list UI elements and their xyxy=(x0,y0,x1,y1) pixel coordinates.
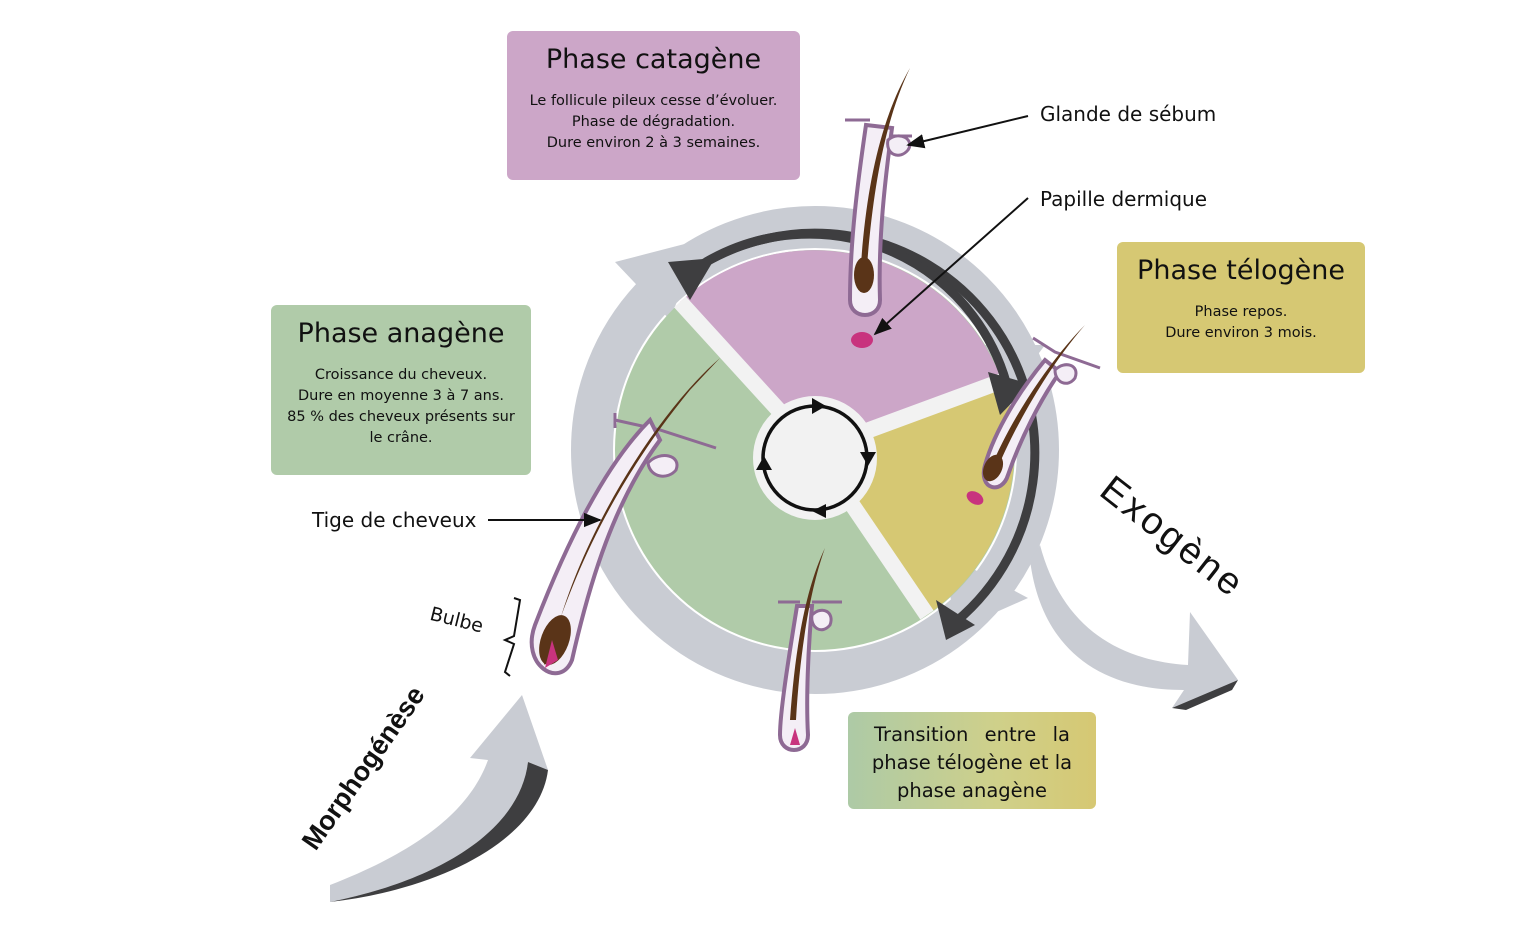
label-tige-cheveux: Tige de cheveux xyxy=(312,508,477,532)
morphogenese-arrow-shadow xyxy=(330,762,548,902)
label-papille-dermique: Papille dermique xyxy=(1040,187,1208,211)
cycle-arrowhead-4 xyxy=(756,456,772,470)
transition-box: Transition entre la phase télogène et la… xyxy=(848,712,1096,809)
phase-catagen-title: Phase catagène xyxy=(545,44,762,75)
anagen-line-1: Croissance du cheveux. xyxy=(314,367,488,383)
inner-rim-top xyxy=(703,229,1015,399)
phase-telogen-description: Phase repos. Dure environ 3 mois. xyxy=(1117,302,1365,344)
label-glande-sebum: Glande de sébum xyxy=(1040,102,1217,126)
bulbe-bracket xyxy=(502,597,522,677)
follicle-telogen xyxy=(966,325,1101,505)
cycle-arrowhead-1 xyxy=(812,398,826,414)
sector-catagen xyxy=(680,250,1002,450)
transition-line-3: phase anagène xyxy=(896,779,1048,802)
phase-anagen-box: Phase anagène Croissance du cheveux. Dur… xyxy=(271,305,531,475)
transition-word-1: Transition xyxy=(874,723,969,746)
phase-catagen-box: Phase catagène Le follicule pileux cesse… xyxy=(507,31,800,180)
ring-arrow-top xyxy=(615,240,700,320)
telogen-line-1: Phase repos. xyxy=(1194,304,1288,320)
rim-arrowhead-2 xyxy=(988,372,1030,415)
follicle-transition xyxy=(777,548,842,752)
phase-anagen-description: Croissance du cheveux. Dure en moyenne 3… xyxy=(271,365,531,449)
cycle-arrowhead-2 xyxy=(860,452,876,466)
cycle-arrowhead-3 xyxy=(812,504,826,518)
transition-word-2: entre xyxy=(984,723,1037,746)
follicle-catagen xyxy=(845,68,912,348)
catagen-line-1: Le follicule pileux cesse d’évoluer. xyxy=(529,93,778,109)
rim-arrowhead-1 xyxy=(668,258,715,300)
anagen-line-2: Dure en moyenne 3 à 7 ans. xyxy=(297,388,505,404)
anagen-line-3: 85 % des cheveux présents sur le crâne. xyxy=(287,409,515,446)
transition-line-2: phase télogène et la xyxy=(871,751,1073,774)
phase-anagen-title: Phase anagène xyxy=(297,318,505,349)
rim-arrowhead-3 xyxy=(936,600,975,640)
phase-telogen-title: Phase télogène xyxy=(1137,255,1345,286)
follicle-anagen xyxy=(529,358,720,676)
transition-line-1: Transition entre la xyxy=(848,721,1096,749)
transition-word-3: la xyxy=(1052,723,1070,746)
pointer-sebum xyxy=(906,115,1029,149)
papilla-telogen xyxy=(966,491,984,505)
phase-catagen-description: Le follicule pileux cesse d’évoluer. Pha… xyxy=(507,91,800,154)
pointer-papille xyxy=(873,197,1029,336)
phase-telogen-box: Phase télogène Phase repos. Dure environ… xyxy=(1117,242,1365,373)
papilla-catagen xyxy=(851,332,873,348)
exogene-arrow xyxy=(1030,545,1238,708)
morphogenese-arrow xyxy=(330,695,548,902)
catagen-line-3: Dure environ 2 à 3 semaines. xyxy=(546,135,761,151)
catagen-line-2: Phase de dégradation. xyxy=(571,114,736,130)
telogen-line-2: Dure environ 3 mois. xyxy=(1165,325,1317,341)
exogene-arrow-shadow xyxy=(1172,680,1238,710)
center-hub xyxy=(753,396,877,520)
